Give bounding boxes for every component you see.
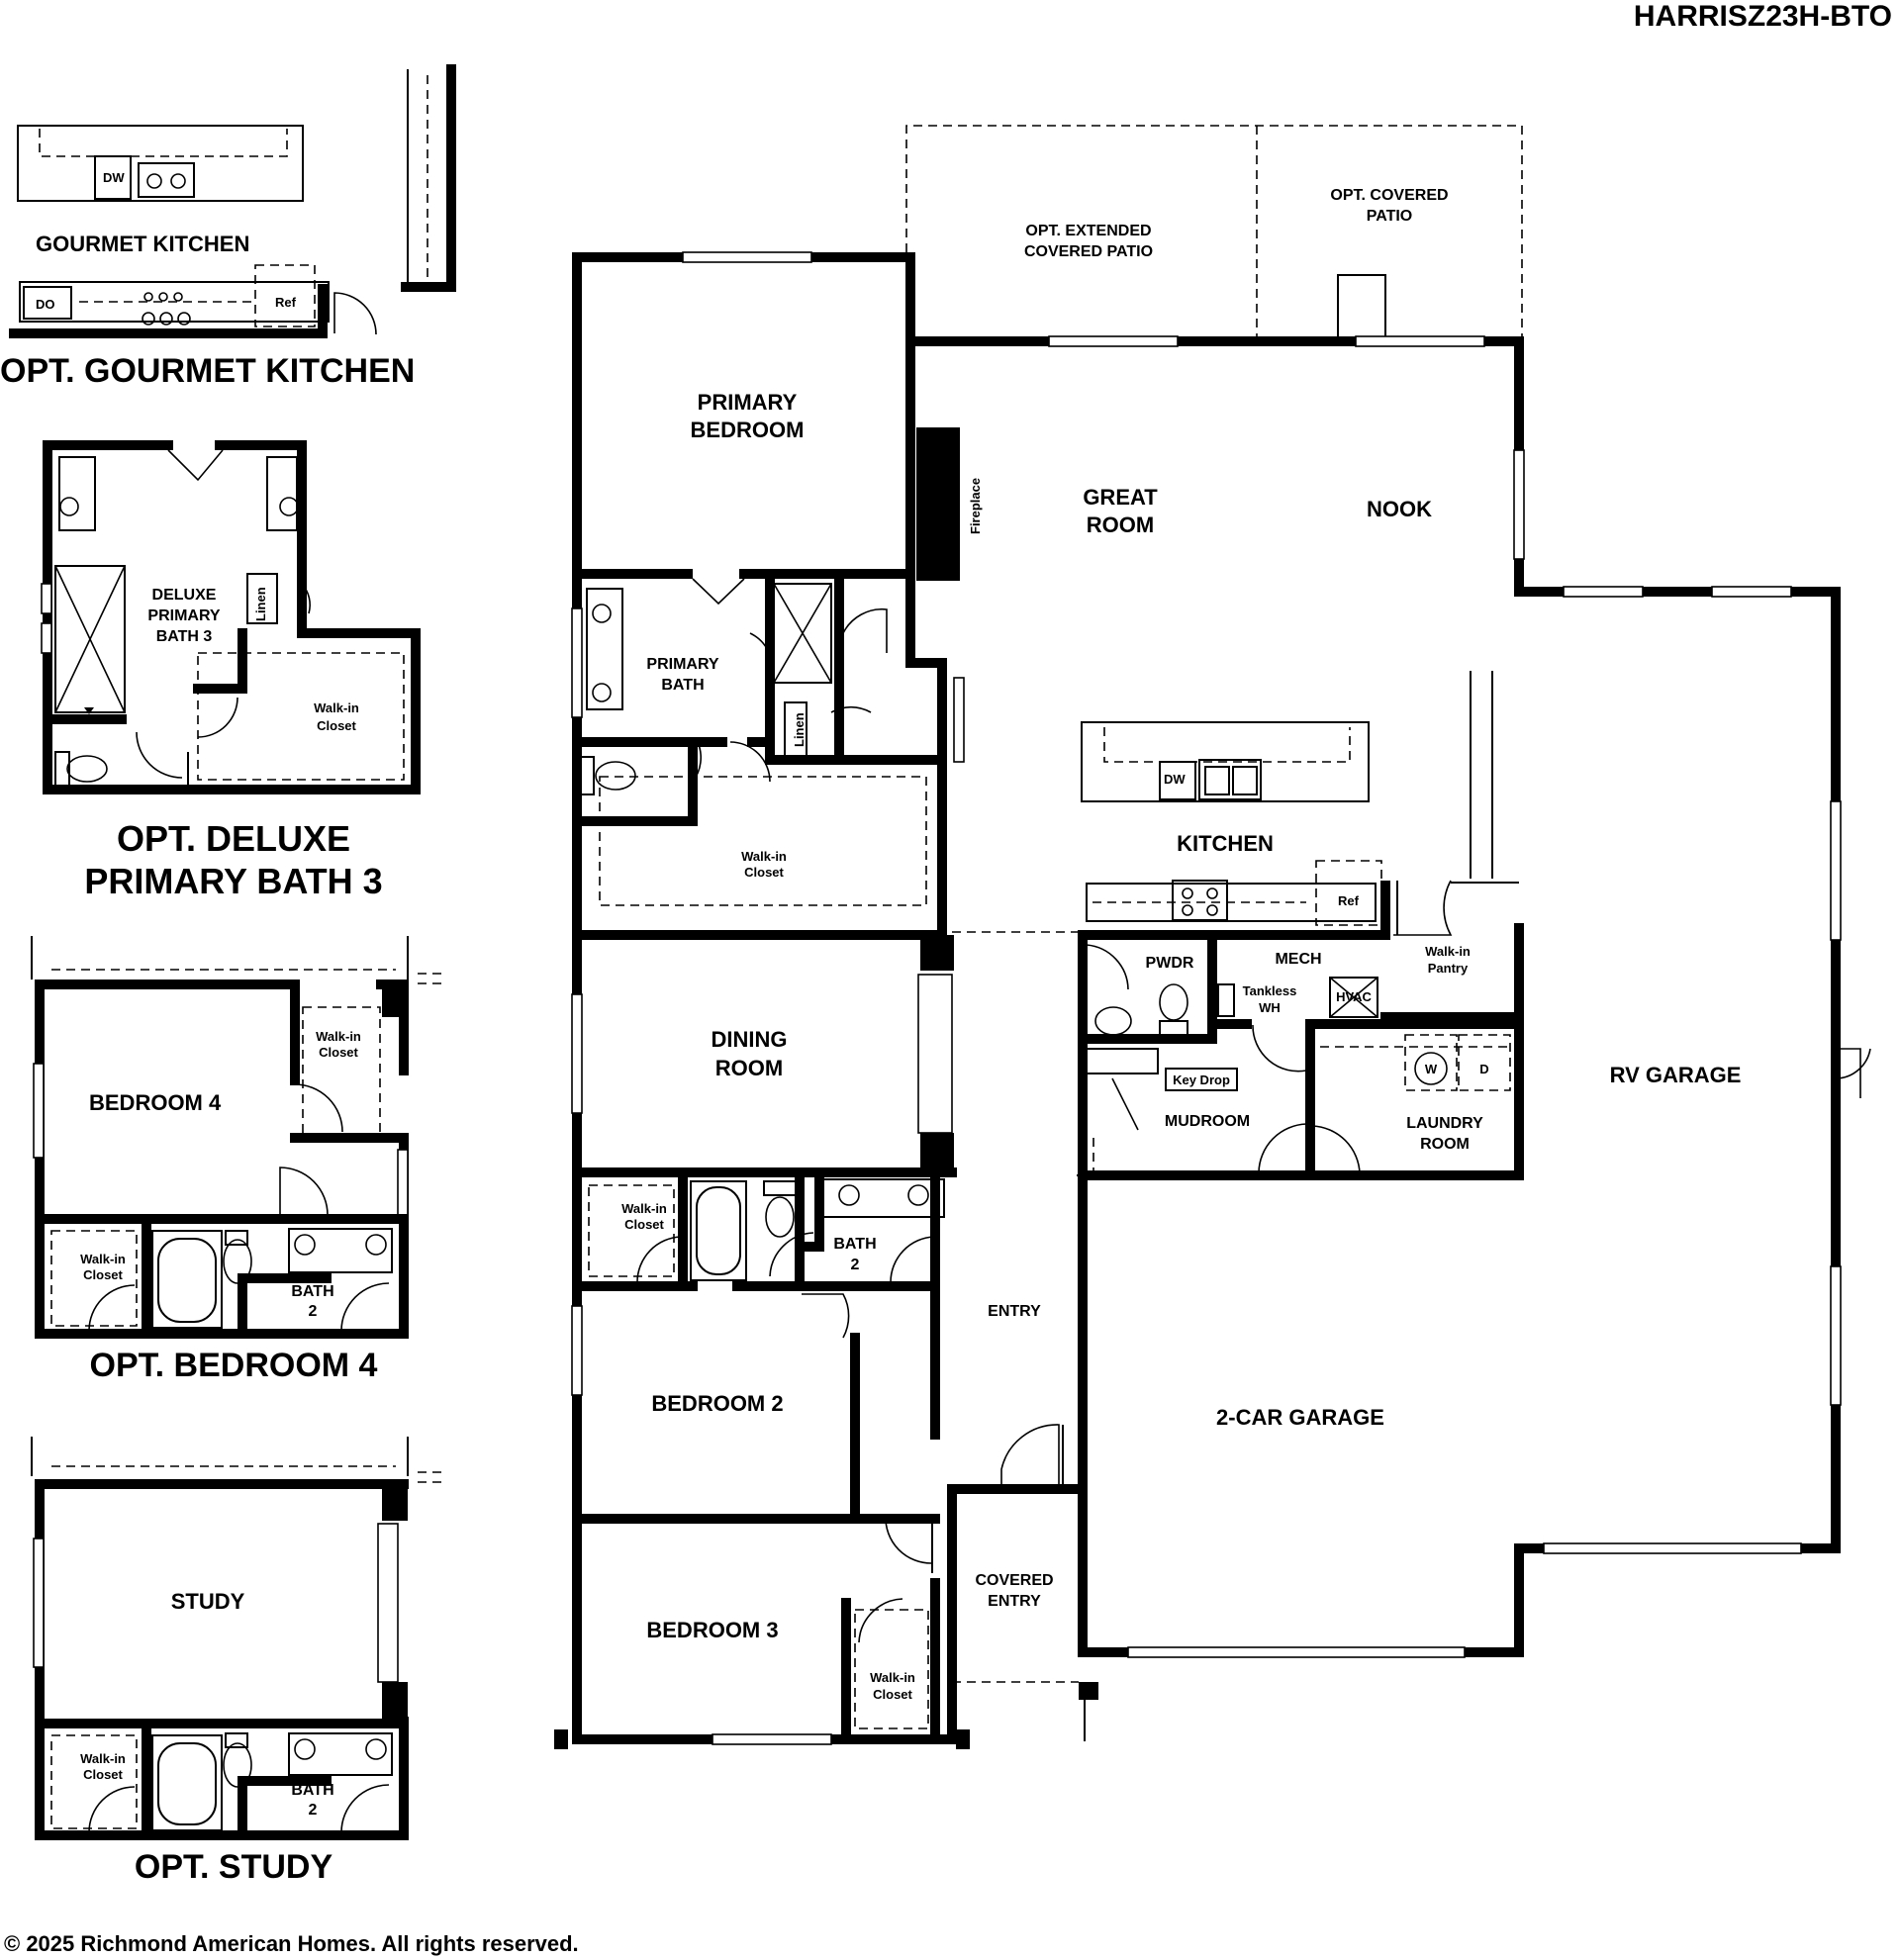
svg-text:Closet: Closet	[873, 1687, 912, 1702]
svg-text:W: W	[1425, 1062, 1438, 1076]
svg-text:Ref: Ref	[1338, 893, 1360, 908]
laundry-2: ROOM	[1420, 1136, 1470, 1153]
primary-bedroom-1: PRIMARY	[698, 390, 798, 415]
svg-text:HVAC: HVAC	[1336, 989, 1372, 1004]
svg-text:WH: WH	[1259, 1000, 1281, 1015]
svg-text:DELUXE: DELUXE	[152, 587, 217, 604]
opt-deluxe-primary-bath: DELUXE PRIMARY BATH 3 Linen Walk-in Clos…	[41, 440, 421, 901]
study-label: STUDY	[171, 1589, 245, 1614]
opt-ext-patio-2: COVERED PATIO	[1024, 243, 1153, 260]
svg-text:Linen: Linen	[792, 712, 807, 747]
svg-text:2: 2	[851, 1257, 860, 1273]
entry-label: ENTRY	[988, 1303, 1041, 1320]
pwdr-label: PWDR	[1146, 955, 1194, 972]
plan-code: HARRISZ23H-BTO	[1634, 0, 1892, 33]
bedroom-3-label: BEDROOM 3	[646, 1618, 778, 1642]
great-room-1: GREAT	[1083, 485, 1158, 510]
primary-bedroom-2: BEDROOM	[691, 418, 805, 442]
opt-deluxe-bath-title-1: OPT. DELUXE	[117, 818, 350, 859]
svg-text:Walk-in: Walk-in	[1425, 944, 1471, 959]
svg-text:DW: DW	[1164, 772, 1186, 787]
svg-text:D: D	[1479, 1062, 1488, 1076]
svg-text:PRIMARY: PRIMARY	[147, 607, 221, 624]
svg-text:Linen: Linen	[253, 587, 268, 621]
main-floor-plan: OPT. EXTENDED COVERED PATIO OPT. COVERED…	[554, 125, 1871, 1749]
rv-garage-label: RV GARAGE	[1610, 1063, 1742, 1087]
mech-label: MECH	[1275, 951, 1321, 968]
svg-text:Walk-in: Walk-in	[314, 700, 359, 715]
svg-text:Walk-in: Walk-in	[316, 1029, 361, 1044]
opt-study-title: OPT. STUDY	[135, 1848, 333, 1886]
svg-text:Closet: Closet	[83, 1267, 123, 1282]
svg-text:Closet: Closet	[83, 1767, 123, 1782]
kitchen-label: KITCHEN	[1177, 831, 1274, 856]
svg-text:Walk-in: Walk-in	[80, 1252, 126, 1266]
primary-bath-2: BATH	[661, 677, 704, 694]
opt-bedroom-4: Walk-in Closet BEDROOM 4 Walk-in Closet …	[31, 936, 441, 1384]
opt-bedroom-4-title: OPT. BEDROOM 4	[90, 1347, 378, 1384]
primary-bath-1: PRIMARY	[646, 656, 719, 673]
opt-gourmet-kitchen-title: OPT. GOURMET KITCHEN	[0, 352, 415, 390]
dining-room-1: DINING	[712, 1027, 788, 1052]
svg-text:BATH: BATH	[291, 1283, 333, 1300]
laundry-1: LAUNDRY	[1406, 1115, 1483, 1132]
svg-text:BATH: BATH	[291, 1782, 333, 1799]
svg-text:Closet: Closet	[744, 865, 784, 880]
svg-text:2: 2	[309, 1303, 318, 1320]
svg-text:Walk-in: Walk-in	[870, 1670, 915, 1685]
gourmet-kitchen-label: GOURMET KITCHEN	[36, 232, 249, 256]
opt-ext-patio-1: OPT. EXTENDED	[1025, 223, 1151, 239]
svg-text:Walk-in: Walk-in	[80, 1751, 126, 1766]
mudroom-label: MUDROOM	[1165, 1113, 1250, 1130]
svg-text:2: 2	[309, 1802, 318, 1819]
two-car-garage-label: 2-CAR GARAGE	[1216, 1405, 1384, 1430]
svg-text:Key Drop: Key Drop	[1173, 1073, 1230, 1087]
svg-text:Walk-in: Walk-in	[741, 849, 787, 864]
opt-cov-patio-1: OPT. COVERED	[1330, 187, 1448, 204]
svg-text:BATH: BATH	[833, 1236, 876, 1253]
svg-text:Closet: Closet	[319, 1045, 358, 1060]
opt-gourmet-kitchen: DW GOURMET KITCHEN DO Ref OPT. GOURMET K…	[0, 64, 456, 390]
copyright: © 2025 Richmond American Homes. All righ…	[4, 1931, 579, 1956]
bedroom-2-label: BEDROOM 2	[651, 1391, 783, 1416]
great-room-2: ROOM	[1087, 513, 1154, 537]
svg-text:BATH 3: BATH 3	[156, 628, 213, 645]
opt-cov-patio-2: PATIO	[1367, 208, 1413, 225]
svg-text:DO: DO	[36, 297, 55, 312]
svg-text:Pantry: Pantry	[1428, 961, 1469, 976]
svg-text:DW: DW	[103, 170, 125, 185]
fireplace-label: Fireplace	[968, 478, 983, 534]
svg-text:Walk-in: Walk-in	[621, 1201, 667, 1216]
svg-text:Tankless: Tankless	[1243, 983, 1297, 998]
opt-deluxe-bath-title-2: PRIMARY BATH 3	[84, 861, 382, 901]
svg-text:Closet: Closet	[624, 1217, 664, 1232]
svg-text:Closet: Closet	[317, 718, 356, 733]
covered-entry-1: COVERED	[975, 1572, 1053, 1589]
bedroom-4-label: BEDROOM 4	[89, 1090, 222, 1115]
opt-study: STUDY Walk-in Closet BATH 2 OPT. STUDY	[31, 1437, 441, 1886]
dining-room-2: ROOM	[715, 1056, 783, 1080]
svg-text:Ref: Ref	[275, 295, 297, 310]
nook-label: NOOK	[1367, 497, 1432, 521]
covered-entry-2: ENTRY	[988, 1593, 1041, 1610]
